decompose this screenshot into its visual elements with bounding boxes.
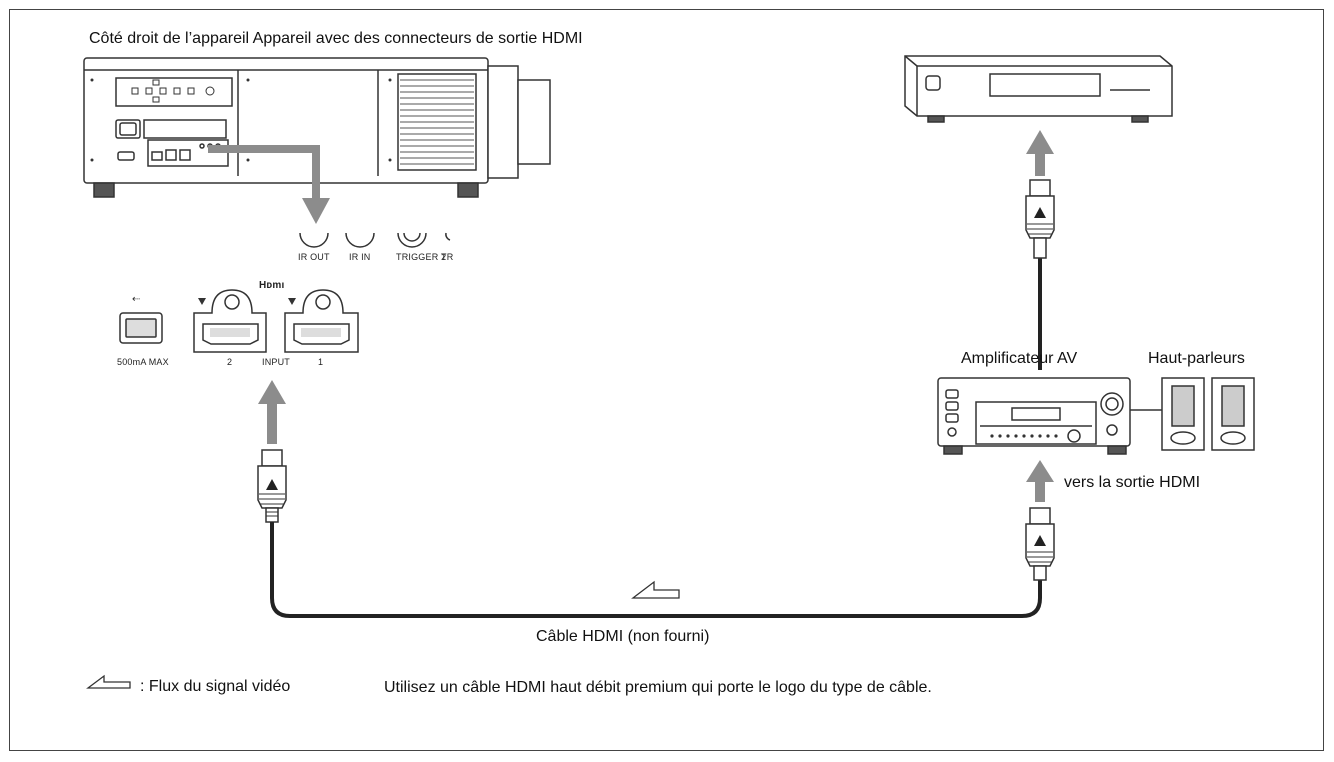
cable-label: Câble HDMI (non fourni) (536, 628, 710, 645)
legend-signal-flow-label: : Flux du signal vidéo (140, 678, 291, 695)
hdmi-port-2 (193, 289, 267, 353)
ir-trigger-ports (299, 232, 451, 248)
projector-illustration (83, 57, 551, 198)
hdmi-logo: Hᴅmı (259, 280, 285, 291)
port-2-marker-icon (198, 298, 206, 305)
legend-signal-flow-icon (86, 674, 131, 689)
cable-plug-left (257, 449, 287, 523)
usb-icon: ⇠ (132, 294, 141, 305)
diagram-frame (9, 9, 1324, 751)
amplifier-input-arrow (1026, 460, 1054, 502)
amplifier-label: Amplificateur AV (961, 350, 1078, 367)
hdmi-1-label: 1 (318, 357, 324, 367)
cable-plug-top (1025, 179, 1055, 259)
input-label: INPUT (262, 357, 290, 367)
ir-in-label: IR IN (349, 252, 371, 262)
usb-port (119, 312, 163, 344)
hdmi-output-label: vers la sortie HDMI (1064, 474, 1201, 491)
hdmi-2-label: 2 (227, 357, 233, 367)
speakers-label: Haut-parleurs (1148, 350, 1245, 367)
port-1-marker-icon (288, 298, 296, 305)
projector-zoom-arrow (208, 145, 330, 224)
cable-note: Utilisez un câble HDMI haut débit premiu… (384, 679, 932, 696)
hdmi-cable (270, 522, 1042, 618)
player-arrow-up (1026, 130, 1054, 176)
ir-out-label: IR OUT (298, 252, 330, 262)
av-amplifier-illustration (937, 377, 1131, 455)
trigger-partial-label: TR (441, 252, 454, 262)
cable-plug-right (1025, 507, 1055, 581)
hdmi-port-1 (284, 289, 359, 353)
diagram-title: Côté droit de l’appareil Appareil avec d… (89, 30, 583, 47)
signal-flow-arrow-icon (631, 580, 680, 599)
input-arrow-up (258, 380, 286, 444)
source-device-illustration (904, 55, 1173, 123)
trigger-2-label: TRIGGER 2 (396, 252, 447, 262)
speakers-illustration (1161, 377, 1255, 451)
usb-rating-label: 500mA MAX (117, 357, 169, 367)
